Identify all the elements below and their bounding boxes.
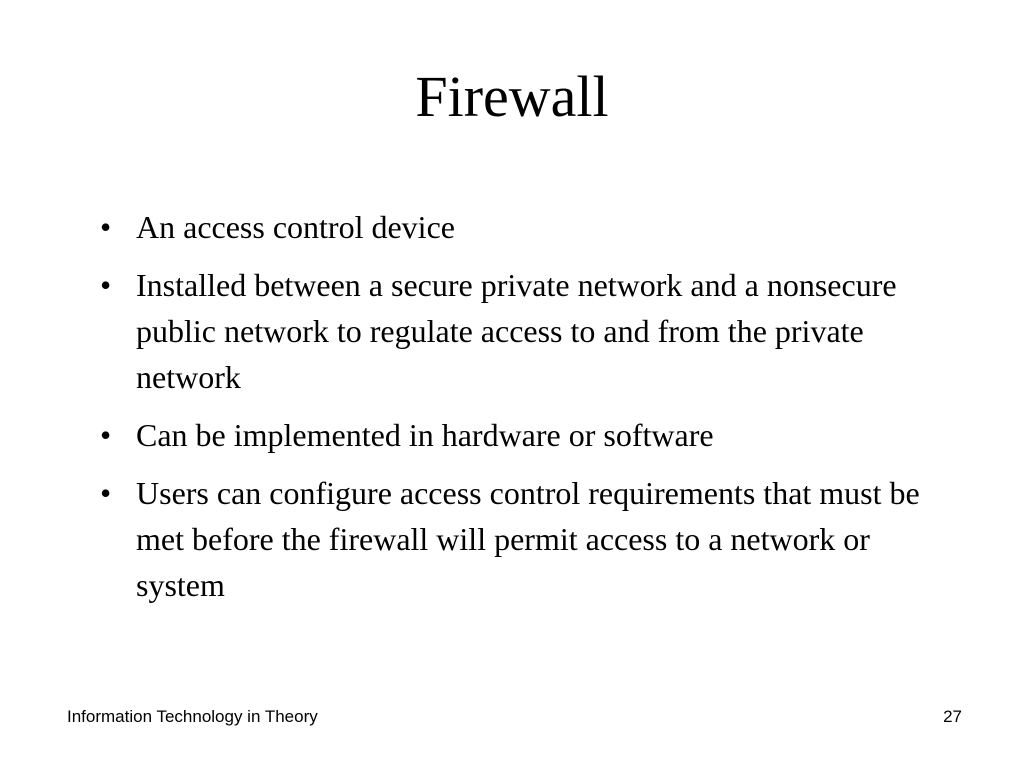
bullet-item: • Can be implemented in hardware or soft… [100, 412, 960, 458]
bullet-icon: • [100, 267, 112, 303]
bullet-item: • Installed between a secure private net… [100, 262, 960, 400]
footer-course-title: Information Technology in Theory [67, 707, 318, 726]
bullet-icon: • [100, 475, 112, 511]
bullet-text: Users can configure access control requi… [136, 475, 920, 603]
bullet-item: • An access control device [100, 204, 960, 250]
slide-title: Firewall [415, 64, 609, 129]
bullet-list: • An access control device • Installed b… [100, 204, 960, 620]
bullet-icon: • [100, 209, 112, 245]
page-number: 27 [943, 707, 962, 726]
bullet-item: • Users can configure access control req… [100, 470, 960, 608]
bullet-icon: • [100, 417, 112, 453]
bullet-text: An access control device [136, 209, 455, 245]
bullet-text: Installed between a secure private netwo… [136, 267, 897, 395]
bullet-text: Can be implemented in hardware or softwa… [136, 417, 714, 453]
